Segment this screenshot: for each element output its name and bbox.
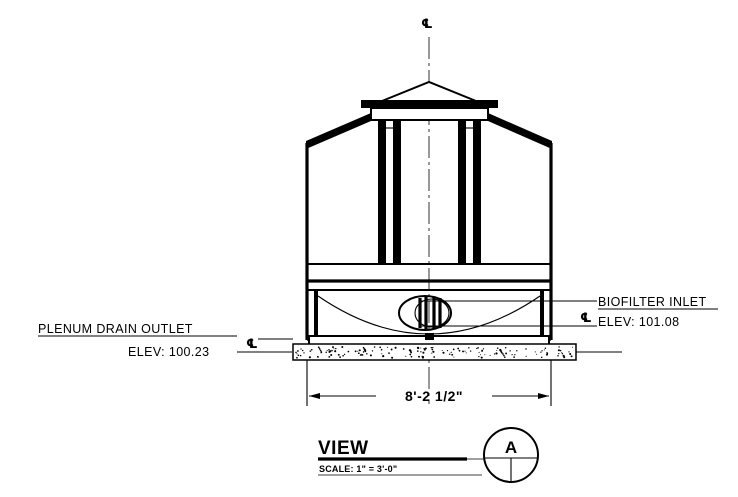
plenum-drain-outlet-label: PLENUM DRAIN OUTLET — [38, 322, 193, 336]
view-scale: SCALE: 1" = 3'-0" — [319, 464, 397, 474]
top-centerline-symbol: ℄ — [421, 16, 433, 31]
view-title: VIEW — [318, 438, 369, 459]
biofilter-inlet-centerline-symbol: ℄ — [580, 310, 592, 325]
view-title-block: VIEW SCALE: 1" = 3'-0" — [318, 438, 484, 476]
section-marker: A — [483, 427, 539, 483]
base-slab — [292, 333, 577, 361]
internal-vertical-pipes — [378, 121, 481, 263]
plenum-drain-outlet-elevation: ELEV: 100.23 — [128, 345, 209, 359]
roof-cap — [361, 80, 498, 121]
biofilter-inlet-elevation: ELEV: 101.08 — [598, 315, 679, 329]
biofilter-inlet-label: BIOFILTER INLET — [598, 295, 707, 309]
overall-width-dimension-text: 8'-2 1/2" — [405, 388, 463, 404]
biofilter-inlet-callout: ℄ BIOFILTER INLET ELEV: 101.08 — [576, 295, 718, 353]
biofilter-inlet-pipe — [398, 295, 597, 331]
concrete-stipple — [295, 346, 574, 359]
plenum-drain-outlet-callout: PLENUM DRAIN OUTLET ELEV: 100.23 ℄ — [38, 322, 293, 359]
section-marker-letter: A — [505, 438, 517, 457]
overall-width-dimension: 8'-2 1/2" — [306, 360, 552, 406]
plenum-drain-centerline-symbol: ℄ — [246, 336, 258, 351]
